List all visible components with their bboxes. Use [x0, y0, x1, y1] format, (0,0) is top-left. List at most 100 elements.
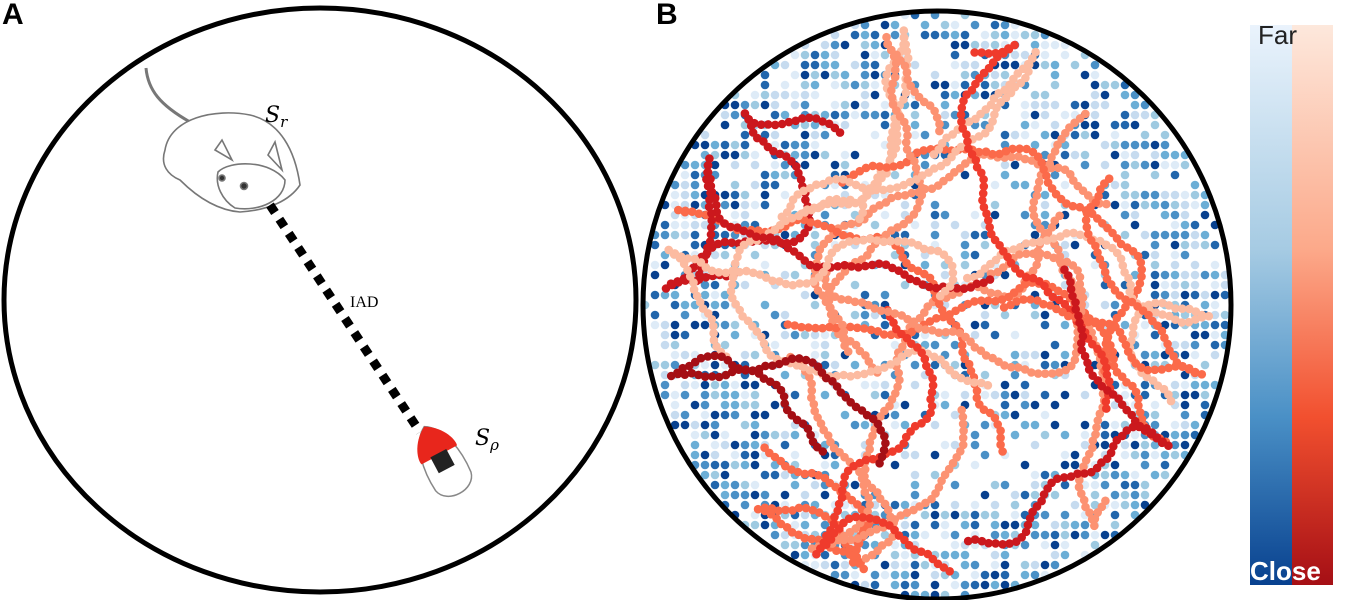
blue-dot	[780, 310, 790, 320]
blue-dot	[700, 410, 710, 420]
blue-dot	[750, 400, 760, 410]
blue-dot	[810, 50, 820, 60]
blue-dot	[910, 480, 920, 490]
blue-dot	[1020, 420, 1030, 430]
blue-dot	[780, 90, 790, 100]
blue-dot	[950, 580, 960, 590]
blue-dot	[1090, 60, 1100, 70]
blue-dot	[1020, 210, 1030, 220]
blue-dot	[890, 550, 900, 560]
blue-dot	[730, 210, 740, 220]
blue-dot	[1190, 190, 1200, 200]
blue-dot	[1080, 100, 1090, 110]
blue-dot	[880, 110, 890, 120]
blue-dot	[1000, 270, 1010, 280]
blue-dot	[1090, 130, 1100, 140]
blue-dot	[900, 200, 910, 210]
blue-dot	[1180, 240, 1190, 250]
blue-dot	[700, 360, 710, 370]
blue-dot	[770, 160, 780, 170]
blue-dot	[950, 50, 960, 60]
blue-dot	[900, 570, 910, 580]
blue-dot	[670, 410, 680, 420]
blue-dot	[1130, 220, 1140, 230]
blue-dot	[750, 250, 760, 260]
blue-dot	[980, 240, 990, 250]
blue-dot	[960, 170, 970, 180]
blue-dot	[1030, 570, 1040, 580]
blue-dot	[810, 70, 820, 80]
blue-dot	[950, 110, 960, 120]
blue-dot	[980, 370, 990, 380]
blue-dot	[1060, 390, 1070, 400]
blue-dot	[1150, 170, 1160, 180]
blue-dot	[940, 510, 950, 520]
blue-dot	[950, 30, 960, 40]
blue-dot	[1120, 180, 1130, 190]
blue-dot	[1170, 240, 1180, 250]
blue-dot	[1140, 200, 1150, 210]
red-trajectory-dot	[855, 214, 864, 224]
blue-dot	[1080, 440, 1090, 450]
blue-dot	[1100, 80, 1110, 90]
blue-dot	[800, 330, 810, 340]
blue-dot	[960, 510, 970, 520]
blue-dot	[1170, 430, 1180, 440]
blue-dot	[870, 130, 880, 140]
blue-dot	[980, 30, 990, 40]
blue-dot	[810, 130, 820, 140]
blue-dot	[1140, 320, 1150, 330]
blue-dot	[860, 100, 870, 110]
blue-dot	[670, 320, 680, 330]
blue-dot	[780, 470, 790, 480]
blue-dot	[720, 190, 730, 200]
blue-dot	[730, 400, 740, 410]
blue-dot	[1180, 430, 1190, 440]
blue-dot	[800, 510, 810, 520]
blue-dot	[920, 130, 930, 140]
blue-dot	[1040, 320, 1050, 330]
blue-dot	[1060, 460, 1070, 470]
blue-dot	[1000, 570, 1010, 580]
blue-dot	[820, 40, 830, 50]
blue-dot	[1100, 530, 1110, 540]
blue-dot	[940, 90, 950, 100]
blue-dot	[750, 100, 760, 110]
blue-dot	[1020, 560, 1030, 570]
blue-dot	[790, 390, 800, 400]
blue-dot	[720, 340, 730, 350]
blue-dot	[1160, 150, 1170, 160]
blue-dot	[990, 180, 1000, 190]
blue-dot	[1160, 140, 1170, 150]
blue-dot	[1110, 180, 1120, 190]
blue-dot	[820, 560, 830, 570]
blue-dot	[810, 90, 820, 100]
blue-dot	[1070, 130, 1080, 140]
red-trajectory-dot	[680, 207, 690, 217]
blue-dot	[980, 230, 990, 240]
blue-dot	[1090, 540, 1100, 550]
blue-dot	[700, 430, 710, 440]
blue-dot	[800, 80, 810, 90]
blue-dot	[1160, 280, 1170, 290]
blue-dot	[1120, 230, 1130, 240]
blue-dot	[1030, 350, 1040, 360]
blue-dot	[670, 190, 680, 200]
blue-dot	[1010, 350, 1020, 360]
blue-dot	[660, 390, 670, 400]
blue-dot	[1040, 210, 1050, 220]
blue-dot	[850, 310, 860, 320]
blue-dot	[780, 540, 790, 550]
blue-dot	[800, 540, 810, 550]
blue-dot	[980, 510, 990, 520]
blue-dot	[1090, 530, 1100, 540]
blue-dot	[940, 550, 950, 560]
blue-dot	[1190, 290, 1200, 300]
blue-dot	[1000, 130, 1010, 140]
blue-dot	[1130, 270, 1140, 280]
blue-dot	[1090, 80, 1100, 90]
blue-dot	[710, 420, 720, 430]
blue-dot	[1170, 380, 1180, 390]
blue-dot	[800, 520, 810, 530]
blue-dot	[1200, 300, 1210, 310]
